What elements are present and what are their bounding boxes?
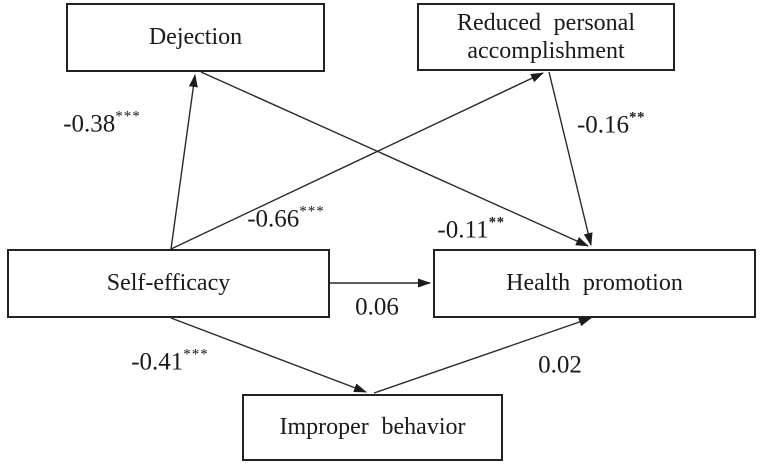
coefficient-self-efficacy-to-improper-behavior: -0.41*** — [131, 347, 209, 376]
node-dejection: Dejection — [66, 3, 325, 72]
coefficient-value: -0.16 — [576, 111, 630, 139]
node-health-promotion: Health promotion — [433, 249, 756, 318]
significance-stars: *** — [183, 346, 209, 363]
coefficient-value: -0.66 — [247, 205, 300, 233]
coefficient-value: -0.41 — [131, 348, 184, 376]
node-self-efficacy-label: Self-efficacy — [106, 270, 231, 297]
arrow-self-efficacy-to-improper-behavior — [170, 317, 367, 393]
node-improper-behavior-label: Improper behavior — [279, 414, 466, 441]
coefficient-value: -0.38 — [63, 110, 116, 138]
coefficient-reduced-personal-accomplishment-to-health-promotion: -0.16** — [576, 110, 645, 139]
arrow-reduced-personal-accomplishment-to-health-promotion — [548, 71, 593, 246]
coefficient-self-efficacy-to-health-promotion: 0.06 — [355, 295, 399, 320]
coefficient-value: 0.06 — [355, 293, 399, 321]
coefficient-dejection-to-health-promotion: -0.11** — [437, 215, 504, 244]
arrow-self-efficacy-to-dejection — [170, 74, 198, 250]
significance-stars: ** — [488, 214, 505, 231]
node-reduced-personal-accomplishment-label: Reduced personal accomplishment — [457, 9, 635, 64]
coefficient-value: -0.11 — [437, 216, 489, 244]
coefficient-self-efficacy-to-reduced-personal-accomplishment: -0.66*** — [247, 204, 325, 233]
node-reduced-personal-accomplishment: Reduced personal accomplishment — [417, 3, 675, 71]
coefficient-improper-behavior-to-health-promotion: 0.02 — [538, 353, 582, 378]
significance-stars: *** — [299, 203, 325, 220]
node-self-efficacy: Self-efficacy — [7, 249, 330, 318]
node-health-promotion-label: Health promotion — [506, 270, 683, 297]
arrow-dejection-to-health-promotion — [200, 71, 589, 247]
arrow-improper-behavior-to-health-promotion — [373, 317, 592, 394]
arrow-self-efficacy-to-reduced-personal-accomplishment — [170, 72, 544, 250]
node-improper-behavior: Improper behavior — [242, 394, 503, 461]
node-dejection-label: Dejection — [148, 24, 243, 51]
coefficient-self-efficacy-to-dejection: -0.38*** — [63, 109, 141, 138]
significance-stars: ** — [629, 109, 646, 126]
coefficient-value: 0.02 — [538, 351, 582, 379]
significance-stars: *** — [115, 108, 141, 125]
